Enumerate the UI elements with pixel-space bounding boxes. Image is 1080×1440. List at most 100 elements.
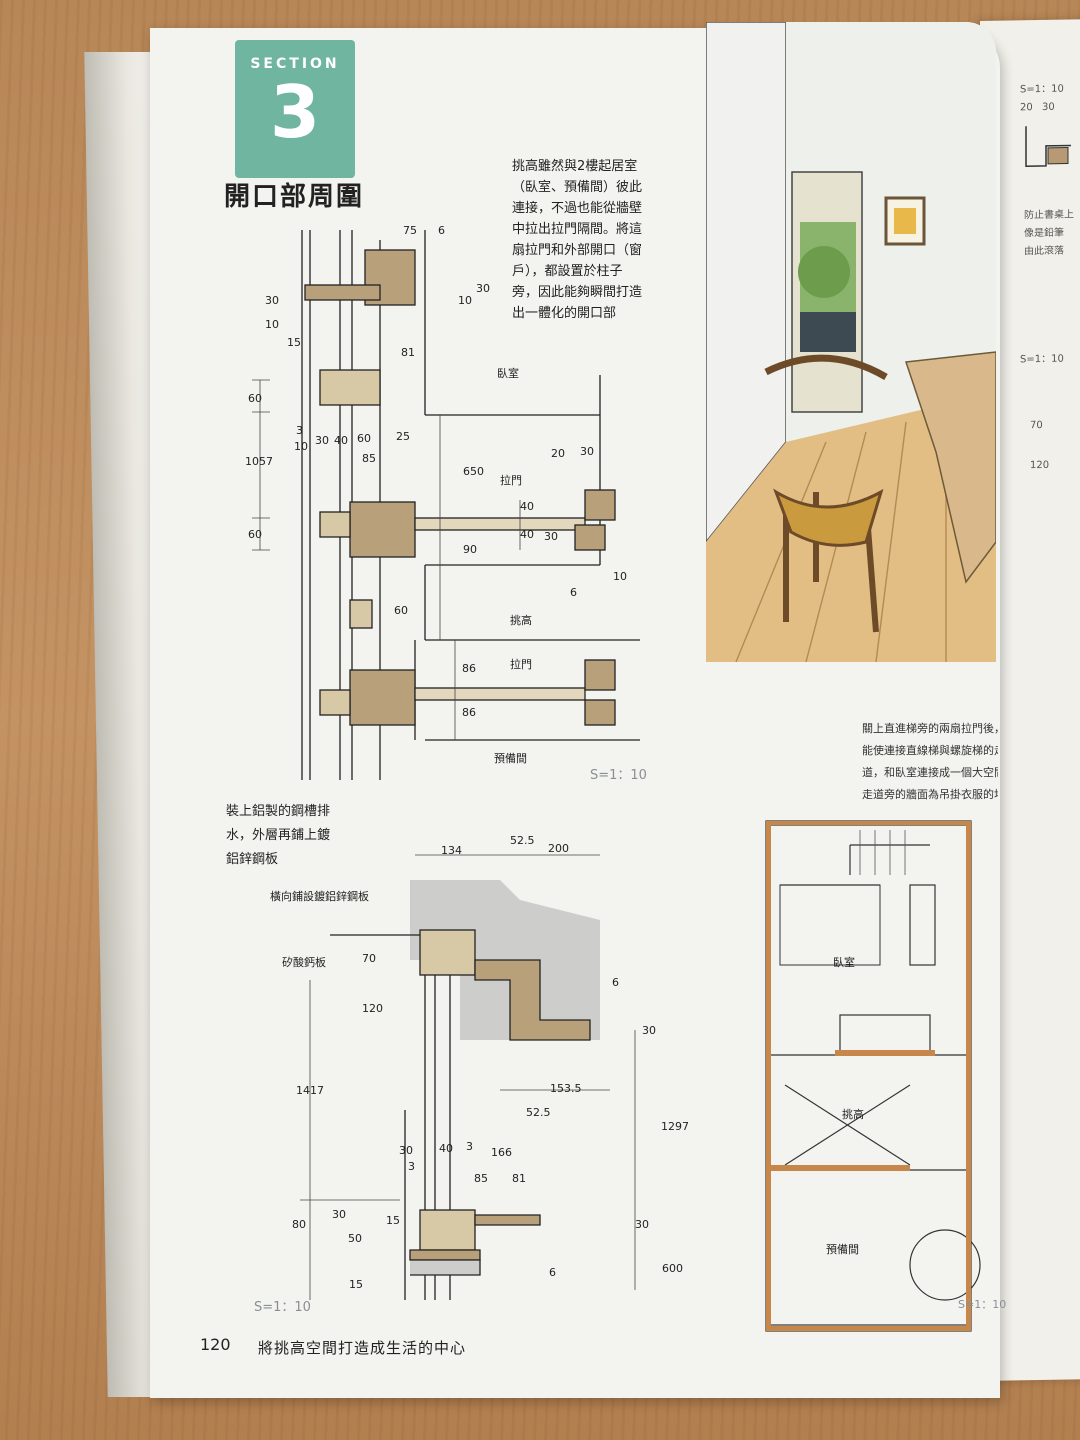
dim-label: 40 — [439, 1142, 453, 1155]
right-page-dim-d: 120 — [1030, 459, 1050, 472]
dim-label: 85 — [474, 1172, 488, 1185]
note-line: 水，外層再鋪上鍍 — [226, 828, 331, 843]
room-label-spare-room: 預備間 — [494, 752, 527, 765]
intro-line: 挑高雖然與2樓起居室 — [512, 159, 638, 174]
caption-line: 關上直進梯旁的兩扇拉門後，就 — [862, 722, 998, 735]
scale-label: S=1：10 — [254, 1300, 311, 1315]
intro-line: 出一體化的開口部 — [512, 306, 617, 321]
right-page-dim-a: 20 — [1020, 102, 1033, 114]
dim-label: 60 — [248, 528, 262, 541]
room-label-void: 挑高 — [510, 614, 532, 627]
dim-label: 15 — [287, 336, 301, 349]
section-title: 開口部周圍 — [224, 182, 365, 212]
intro-line: 連接，不過也能從牆壁 — [512, 201, 643, 216]
right-page-scale-a: S=1：10 — [1020, 83, 1064, 96]
dim-label: 40 — [520, 528, 534, 541]
dim-label: 6 — [570, 586, 577, 599]
dim-label: 10 — [265, 318, 279, 331]
dim-label: 40 — [334, 434, 348, 447]
dim-label: 81 — [512, 1172, 526, 1185]
dim-label: 30 — [544, 530, 558, 543]
note-line: 鋁鋅鋼板 — [226, 852, 279, 867]
floor-plan — [765, 820, 981, 1332]
dim-label: 30 — [642, 1024, 656, 1037]
dim-label: 1057 — [245, 455, 273, 468]
dim-label: 52.5 — [510, 834, 535, 847]
dim-label: 15 — [386, 1214, 400, 1227]
dim-label: 153.5 — [550, 1082, 582, 1095]
caption-line: 道，和臥室連接成一個大空間。 — [862, 766, 998, 779]
right-page: S=1：10 20 30 防止書桌上 像是鉛筆 由此滾落 S=1：10 70 1… — [980, 18, 1080, 1382]
dim-label: 81 — [401, 346, 415, 359]
intro-text: 挑高雖然與2樓起居室 （臥室、預備間）彼此 連接，不過也能從牆壁 中拉出拉門隔間… — [512, 156, 672, 324]
section-label: SECTION — [250, 56, 340, 72]
upper-section-drawing — [252, 230, 640, 780]
dim-label: 25 — [396, 430, 410, 443]
dim-label: 40 — [520, 500, 534, 513]
dim-label: 86 — [462, 662, 476, 675]
dim-label: 50 — [348, 1232, 362, 1245]
dim-label: 15 — [349, 1278, 363, 1291]
intro-line: 中拉出拉門隔間。將這 — [512, 222, 643, 237]
dim-label: 1297 — [661, 1120, 689, 1133]
right-page-text-b: 像是鉛筆 — [1024, 227, 1064, 240]
plan-label-void: 挑高 — [842, 1108, 864, 1121]
dim-label: 80 — [292, 1218, 306, 1231]
right-page-text-c: 由此滾落 — [1024, 245, 1064, 258]
dim-label: 3 — [408, 1160, 415, 1173]
dim-label: 650 — [463, 465, 484, 478]
plan-scale-label: S=1：10 — [958, 1298, 1007, 1311]
interior-sketch-art — [706, 22, 996, 662]
dim-label: 10 — [294, 440, 308, 453]
room-label-sliding-door: 拉門 — [500, 474, 522, 487]
lower-section-drawing — [300, 854, 636, 1300]
dim-label: 3 — [466, 1140, 473, 1153]
dim-label: 20 — [551, 447, 565, 460]
section-number: 3 — [269, 70, 321, 154]
label-calcium-board: 矽酸鈣板 — [282, 956, 326, 969]
dim-label: 90 — [463, 543, 477, 556]
dim-label: 30 — [332, 1208, 346, 1221]
section-badge: SECTION 3 — [235, 40, 355, 178]
room-label-bedroom: 臥室 — [497, 367, 519, 380]
dim-label: 70 — [362, 952, 376, 965]
right-page-dim-b: 30 — [1042, 101, 1055, 113]
intro-line: 戶），都設置於柱子 — [512, 264, 623, 279]
dim-label: 120 — [362, 1002, 383, 1015]
plan-label-bedroom: 臥室 — [833, 956, 855, 969]
dim-label: 3 — [296, 424, 303, 437]
lower-note: 裝上鋁製的鋼槽排 水，外層再鋪上鍍 鋁鋅鋼板 — [226, 800, 366, 872]
page-number: 120 — [200, 1335, 231, 1354]
dim-label: 10 — [458, 294, 472, 307]
dim-label: 6 — [549, 1266, 556, 1279]
intro-line: 扇拉門和外部開口（窗 — [512, 243, 643, 258]
right-page-dim-c: 70 — [1030, 419, 1043, 432]
dim-label: 10 — [613, 570, 627, 583]
note-line: 裝上鋁製的鋼槽排 — [226, 804, 331, 819]
right-page-scale-b: S=1：10 — [1020, 353, 1064, 366]
dim-label: 86 — [462, 706, 476, 719]
running-title: 將挑高空間打造成生活的中心 — [258, 1339, 467, 1357]
dim-label: 30 — [476, 282, 490, 295]
dim-label: 85 — [362, 452, 376, 465]
right-page-text-a: 防止書桌上 — [1024, 209, 1074, 222]
right-caption: 關上直進梯旁的兩扇拉門後，就 能使連接直線梯與螺旋梯的走 道，和臥室連接成一個大… — [862, 718, 998, 806]
right-page-detail — [1025, 126, 1071, 168]
dim-label: 1417 — [296, 1084, 324, 1097]
caption-line: 走道旁的牆面為吊掛衣服的地方 — [862, 788, 998, 801]
dim-label: 30 — [635, 1218, 649, 1231]
label-steel-sheet: 橫向鋪設鍍鋁鋅鋼板 — [270, 890, 369, 903]
dim-label: 60 — [357, 432, 371, 445]
dim-label: 6 — [438, 224, 445, 237]
intro-line: 旁，因此能夠瞬間打造 — [512, 285, 643, 300]
caption-line: 能使連接直線梯與螺旋梯的走 — [862, 744, 998, 757]
dim-label: 600 — [662, 1262, 683, 1275]
interior-sketch — [706, 22, 996, 662]
dim-label: 30 — [265, 294, 279, 307]
dim-label: 134 — [441, 844, 462, 857]
dim-label: 30 — [399, 1144, 413, 1157]
room-label-sliding-door: 拉門 — [510, 658, 532, 671]
dim-label: 200 — [548, 842, 569, 855]
dim-label: 60 — [394, 604, 408, 617]
dim-label: 52.5 — [526, 1106, 551, 1119]
